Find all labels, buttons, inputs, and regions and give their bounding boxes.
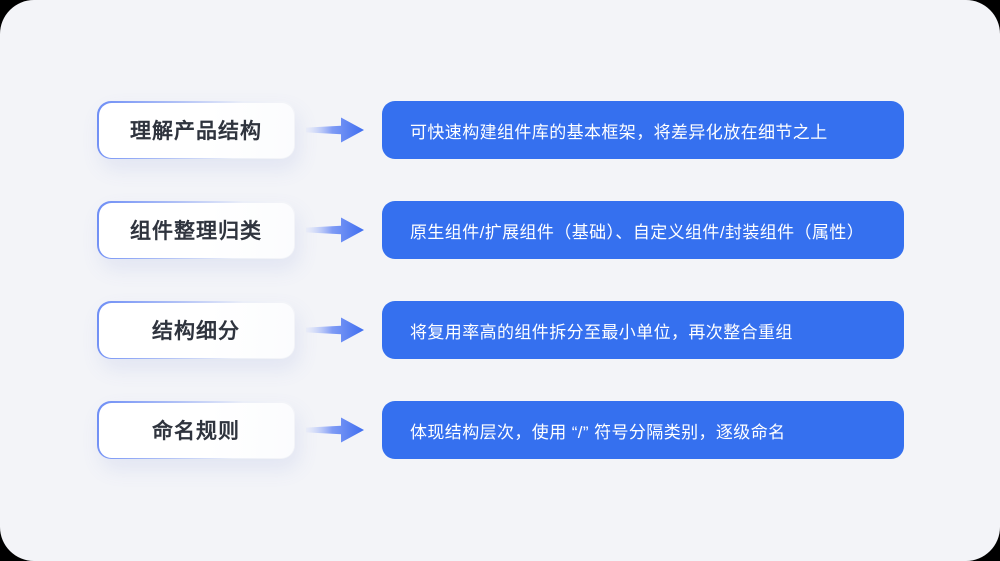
right-arrow-icon bbox=[306, 117, 364, 143]
step-label-inner: 理解产品结构 bbox=[98, 102, 294, 158]
step-description-box: 体现结构层次，使用 “/” 符号分隔类别，逐级命名 bbox=[382, 401, 904, 459]
step-description-box: 将复用率高的组件拆分至最小单位，再次整合重组 bbox=[382, 301, 904, 359]
step-description: 体现结构层次，使用 “/” 符号分隔类别，逐级命名 bbox=[410, 422, 786, 442]
step-description: 原生组件/扩展组件（基础）、自定义组件/封装组件（属性） bbox=[410, 222, 865, 242]
step-label-box: 命名规则 bbox=[97, 401, 295, 459]
step-label-box: 结构细分 bbox=[97, 301, 295, 359]
step-label: 结构细分 bbox=[152, 320, 240, 343]
step-label: 组件整理归类 bbox=[130, 220, 262, 243]
process-row: 结构细分 将复用率高的组件拆分至最小单位，再次整合重组 bbox=[97, 301, 1000, 359]
step-label-inner: 组件整理归类 bbox=[98, 202, 294, 258]
step-description: 将复用率高的组件拆分至最小单位，再次整合重组 bbox=[410, 322, 793, 342]
step-label-box: 理解产品结构 bbox=[97, 101, 295, 159]
process-diagram: 理解产品结构 可快速构建组件库的基本框架，将差异化放在细节之上 组件整理归类 原… bbox=[97, 101, 1000, 459]
step-label: 理解产品结构 bbox=[130, 120, 262, 143]
right-arrow-icon bbox=[306, 317, 364, 343]
step-description-box: 原生组件/扩展组件（基础）、自定义组件/封装组件（属性） bbox=[382, 201, 904, 259]
step-description: 可快速构建组件库的基本框架，将差异化放在细节之上 bbox=[410, 122, 828, 142]
right-arrow-icon bbox=[306, 417, 364, 443]
step-description-box: 可快速构建组件库的基本框架，将差异化放在细节之上 bbox=[382, 101, 904, 159]
step-label-box: 组件整理归类 bbox=[97, 201, 295, 259]
step-label: 命名规则 bbox=[152, 420, 240, 443]
step-label-inner: 结构细分 bbox=[98, 302, 294, 358]
process-row: 理解产品结构 可快速构建组件库的基本框架，将差异化放在细节之上 bbox=[97, 101, 1000, 159]
right-arrow-icon bbox=[306, 217, 364, 243]
step-label-inner: 命名规则 bbox=[98, 402, 294, 458]
process-row: 命名规则 体现结构层次，使用 “/” 符号分隔类别，逐级命名 bbox=[97, 401, 1000, 459]
process-row: 组件整理归类 原生组件/扩展组件（基础）、自定义组件/封装组件（属性） bbox=[97, 201, 1000, 259]
